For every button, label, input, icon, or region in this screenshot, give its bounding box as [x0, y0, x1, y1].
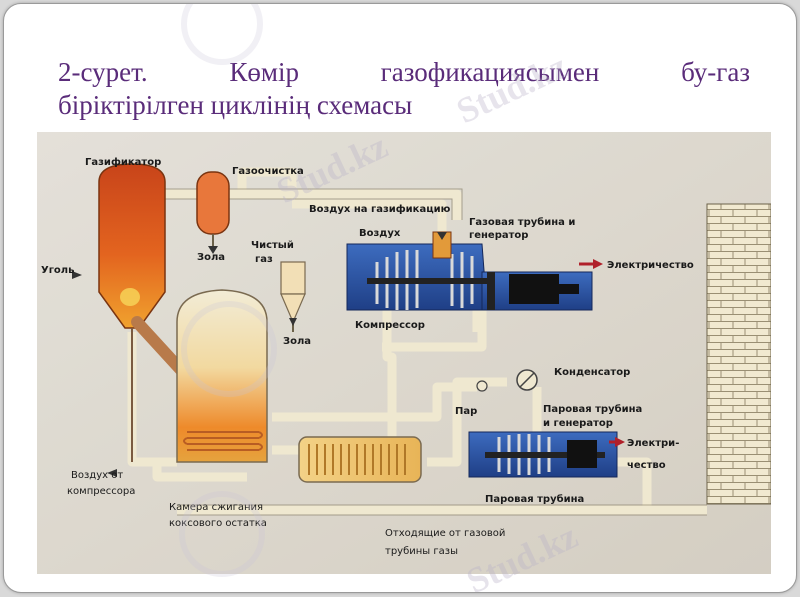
condenser: [476, 369, 538, 392]
title-line-1: 2-сурет. Көмір газофикациясымен бу-газ: [58, 56, 750, 89]
label-electricity-2a: Электри-: [627, 438, 679, 449]
title-word-1: 2-сурет.: [58, 57, 148, 87]
label-steam-turbine-generator-1: Паровая трубина: [543, 403, 642, 415]
label-condenser: Конденсатор: [554, 367, 630, 378]
slide-title: 2-сурет. Көмір газофикациясымен бу-газ б…: [58, 56, 750, 122]
label-gas-turbine-generator-2: генератор: [469, 230, 528, 241]
slide: 2-сурет. Көмір газофикациясымен бу-газ б…: [3, 3, 797, 593]
label-steam-turbine: Паровая трубина: [485, 493, 584, 505]
label-air: Воздух: [359, 228, 401, 239]
label-electricity-1: Электричество: [607, 260, 694, 271]
label-electricity-2b: чество: [627, 460, 666, 471]
label-exhaust-1: Отходящие от газовой: [385, 528, 505, 539]
label-ash-1: Зола: [197, 252, 225, 263]
label-clean-gas-2: газ: [255, 254, 273, 265]
label-compressor: Компрессор: [355, 320, 425, 331]
label-air-from-compressor-1: Воздух от: [71, 470, 123, 481]
chimney: [706, 203, 771, 505]
label-gas-turbine-generator-1: Газовая трубина и: [469, 216, 575, 228]
label-clean-gas-1: Чистый: [251, 240, 294, 251]
combustion-chamber: [176, 289, 268, 463]
title-line-2: біріктірілген циклінің схемасы: [58, 90, 413, 120]
gas-cleaning-unit: [196, 171, 230, 254]
label-coal: Уголь: [41, 265, 74, 276]
title-word-2: Көмір: [229, 57, 299, 87]
label-gasifier: Газификатор: [85, 156, 161, 168]
label-combustion-chamber-2: коксового остатка: [169, 518, 267, 529]
steam-turbine-unit: [468, 431, 625, 478]
title-word-4: бу-газ: [681, 57, 750, 87]
label-combustion-chamber-1: Камера сжигания: [169, 502, 263, 513]
gasifier-vessel: [98, 163, 166, 462]
diagram-labels: Газификатор Газоочистка Воздух на газифи…: [41, 156, 694, 557]
label-air-to-gasification: Воздух на газификацию: [309, 203, 451, 215]
heat-recovery-boiler: [298, 436, 422, 483]
label-steam: Пар: [455, 406, 477, 417]
cycle-diagram-photo: Газификатор Газоочистка Воздух на газифи…: [37, 132, 771, 574]
label-gas-cleaning: Газоочистка: [232, 166, 304, 177]
gas-turbine-unit: [346, 231, 603, 311]
label-air-from-compressor-2: компрессора: [67, 486, 135, 497]
label-ash-2: Зола: [283, 336, 311, 347]
flow-arrows: [72, 232, 447, 477]
title-word-3: газофикациясымен: [380, 57, 600, 87]
label-exhaust-2: трубины газы: [385, 546, 458, 557]
cycle-diagram: Газификатор Газоочистка Воздух на газифи…: [37, 132, 771, 574]
label-steam-turbine-generator-2: и генератор: [543, 418, 613, 429]
